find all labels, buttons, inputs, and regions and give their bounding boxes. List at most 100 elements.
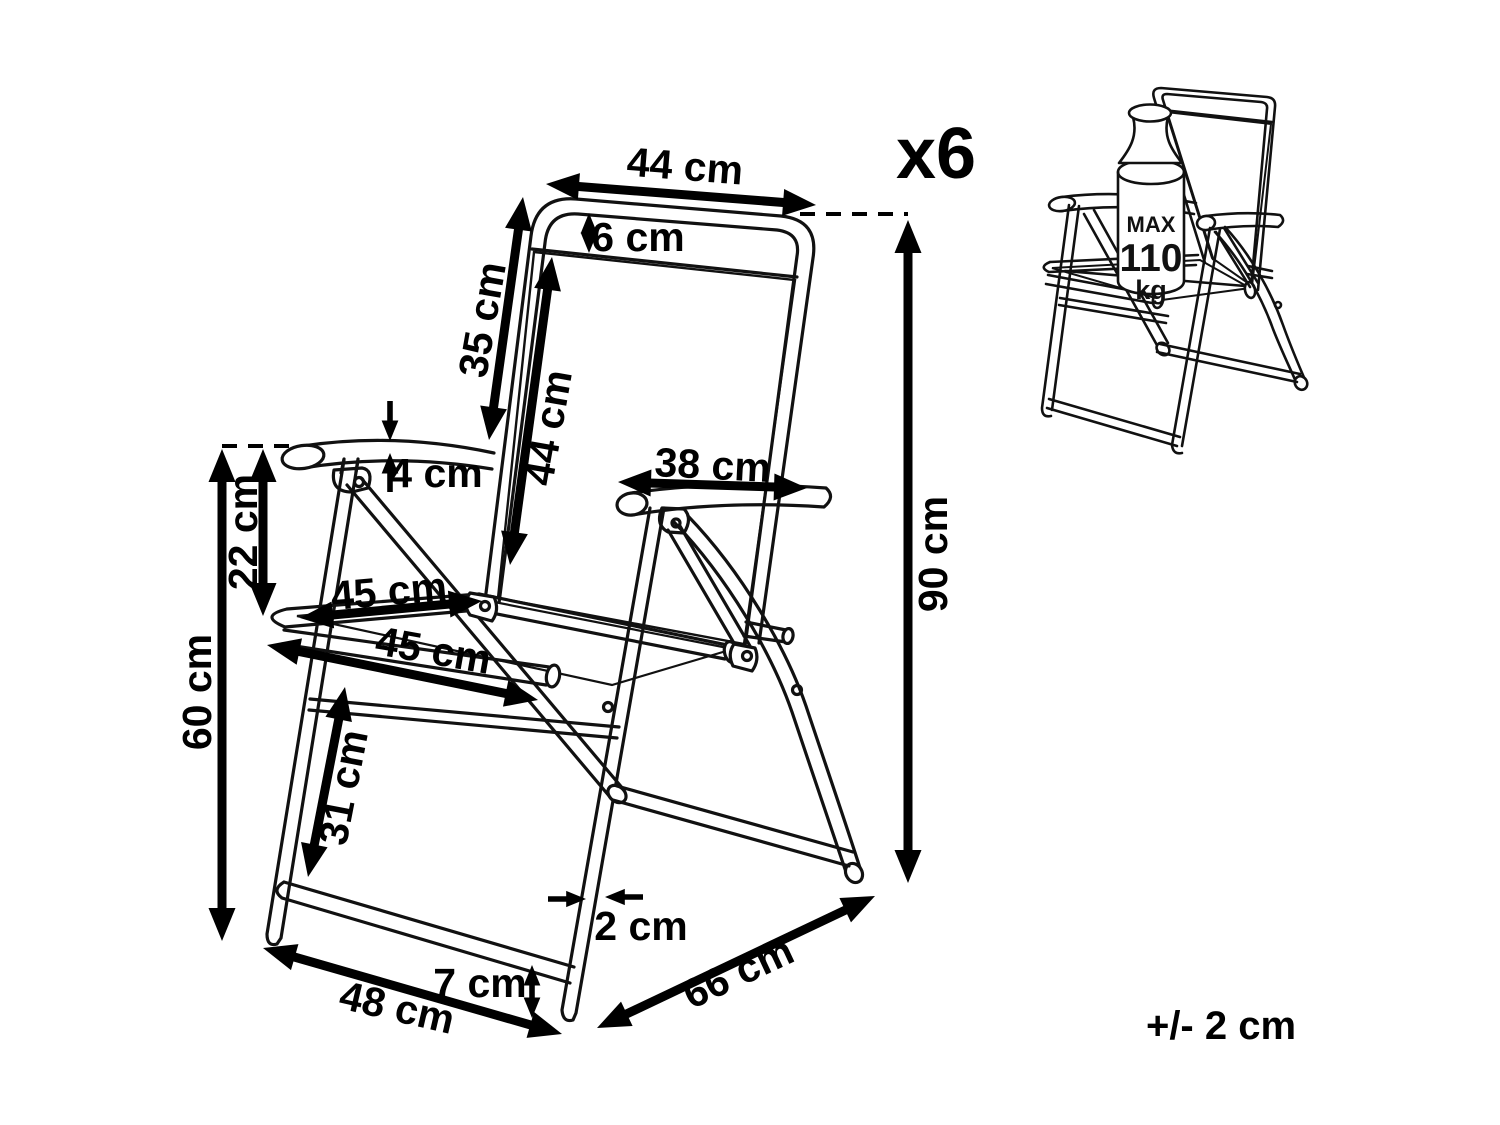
weight-body-top-rim [1116, 170, 1186, 186]
small-back-frame-outer [1152, 86, 1277, 292]
arrowhead [208, 449, 236, 482]
left-armrest-cap [280, 443, 326, 471]
dim-backrest-upper: 35 cm [449, 258, 514, 380]
arrowhead [534, 257, 561, 292]
right-armrest-cap [615, 491, 649, 517]
arrowhead [580, 232, 598, 253]
small-rear-crossbar [1155, 342, 1302, 384]
arrowhead [263, 944, 299, 971]
weight-knob [1127, 103, 1173, 123]
arrowhead [505, 197, 532, 232]
dim-armrest-to-seat: 22 cm [220, 474, 266, 590]
right-hinge-bolt [740, 649, 754, 663]
dim-armrest-thickness: 4 cm [389, 450, 482, 496]
rear-right-bow-outer [686, 514, 862, 870]
arrowhead [301, 842, 328, 877]
small-bow-outer [1223, 225, 1307, 382]
dim-seat-depth: 45 cm [329, 563, 449, 619]
arrowhead [546, 173, 580, 201]
small-bow-foot [1293, 374, 1309, 392]
arrowhead [381, 420, 399, 441]
dimension-arrows [208, 173, 922, 1038]
left-hinge-bolt [478, 599, 492, 613]
arrowhead [597, 1001, 633, 1028]
weight-max-label: MAX [1127, 212, 1176, 237]
weight-icon: MAX 110 kg [1116, 103, 1186, 305]
seat-front-rail-cap [544, 663, 562, 689]
dimension-arrow-shaft [283, 950, 542, 1032]
dim-base-depth: 66 cm [676, 927, 801, 1018]
dim-armrest-height: 60 cm [174, 634, 220, 750]
dim-front-leg: 31 cm [310, 726, 377, 849]
leg-cross-bolt [601, 700, 615, 714]
small-stretcher [1057, 296, 1170, 325]
arrowhead [502, 680, 538, 707]
right-back-brace [666, 524, 752, 652]
main-chair-drawing [265, 197, 865, 1023]
recline-peg-cap [781, 626, 795, 646]
back-frame-inner [497, 212, 800, 648]
front-bottom-crossbar [275, 880, 576, 985]
weight-value-label: 110 [1120, 237, 1183, 280]
weight-unit-label: kg [1135, 275, 1167, 305]
small-back-frame-inner [1161, 92, 1269, 290]
quantity-label: x6 [896, 114, 976, 194]
arrowhead [267, 638, 303, 665]
small-front-left-leg [1040, 203, 1081, 418]
dimension-arrow-shaft [307, 708, 346, 856]
dim-back-width: 44 cm [625, 139, 745, 194]
arrowhead [566, 890, 586, 908]
arrowhead [523, 965, 541, 986]
arrowhead [618, 469, 652, 497]
right-bracket-bolt [670, 517, 682, 529]
arrowhead [839, 896, 875, 923]
arrowhead [894, 220, 922, 253]
weight-neck [1117, 115, 1184, 165]
under-seat-stretcher [307, 697, 621, 740]
dimension-arrow-shaft [508, 279, 554, 543]
left-armrest [301, 438, 496, 471]
arrowhead [773, 473, 807, 501]
dim-crossbar-height: 7 cm [433, 960, 526, 1006]
recline-peg [742, 620, 788, 644]
arrowhead [208, 908, 236, 941]
front-right-leg [560, 506, 666, 1023]
small-right-armrest-cap [1195, 214, 1217, 232]
dim-tube-diameter: 2 cm [594, 903, 687, 949]
arrowhead [480, 405, 507, 440]
small-bow-hole [1273, 300, 1283, 310]
dimension-arrow-shaft [322, 598, 460, 621]
arrowhead [501, 530, 528, 565]
rear-right-bow-inner [672, 520, 848, 874]
small-chair-drawing: MAX 110 kg [1040, 86, 1309, 455]
arrowhead [300, 601, 335, 629]
dim-total-height: 90 cm [910, 496, 956, 612]
small-front-right-leg [1170, 226, 1222, 455]
dimension-arrow-shaft [615, 901, 857, 1023]
small-recline-peg [1245, 264, 1274, 280]
bow-adjust-hole [790, 683, 804, 697]
arrowhead [523, 997, 541, 1018]
arrowhead [526, 1011, 562, 1038]
dim-armrest-length: 38 cm [653, 439, 772, 491]
arrowhead [249, 583, 277, 616]
back-frame-outer [483, 197, 816, 645]
tolerance-label: +/- 2 cm [1146, 1004, 1296, 1048]
arrowhead [580, 213, 598, 234]
small-backrest-seam [1161, 108, 1274, 124]
dimension-arrow-shaft [288, 645, 517, 700]
dimension-arrow-shaft [487, 219, 525, 418]
dimension-arrow-shaft [568, 181, 794, 208]
arrowhead [782, 188, 816, 216]
arrowhead [605, 888, 625, 906]
small-bow-inner [1213, 230, 1298, 384]
small-front-crossbar [1045, 397, 1182, 448]
arrowhead [894, 850, 922, 883]
rear-bottom-crossbar [611, 784, 855, 868]
arrowhead [381, 453, 399, 474]
dimension-arrow-shaft [640, 478, 785, 492]
arrowhead [249, 449, 277, 482]
backrest-seam [530, 247, 799, 279]
